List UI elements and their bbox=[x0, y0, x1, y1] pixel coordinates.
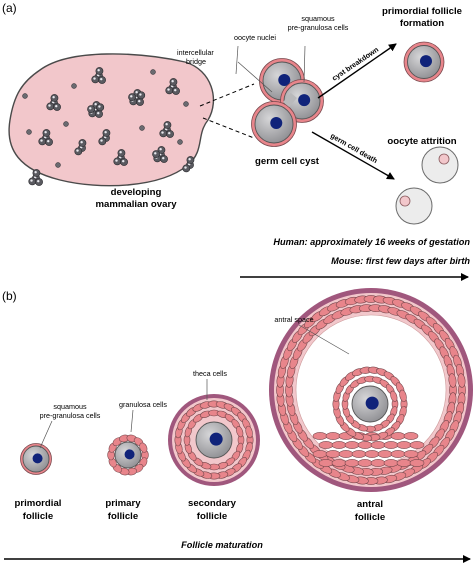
stage-antral-2: follicle bbox=[355, 512, 385, 523]
ovary-label-line2: mammalian ovary bbox=[95, 199, 177, 210]
intercellular-bridge-label-1: intercellular bbox=[177, 48, 214, 57]
stage-primordial-2: follicle bbox=[23, 511, 53, 522]
primordial-follicle bbox=[20, 443, 52, 475]
squamous-label-a-1: squamous bbox=[301, 14, 335, 23]
secondary-follicle bbox=[168, 394, 260, 486]
isolated-germ-cell bbox=[139, 125, 145, 131]
germ-cell-cyst bbox=[251, 58, 324, 147]
isolated-germ-cell bbox=[22, 93, 28, 99]
primordial-formation-label-2: formation bbox=[400, 18, 444, 29]
maturation-label: Follicle maturation bbox=[181, 540, 263, 550]
oocyte-nucleus bbox=[270, 117, 283, 130]
antral-space-label: antral space bbox=[274, 315, 313, 324]
stage-primordial-1: primordial bbox=[15, 498, 62, 509]
zoom-line-top bbox=[199, 83, 255, 107]
granulosa-leader bbox=[130, 409, 134, 433]
germ-cell-cyst-label: germ cell cyst bbox=[255, 156, 320, 167]
oocyte-nucleus bbox=[419, 55, 432, 68]
developing-ovary bbox=[8, 53, 215, 187]
oocyte-nucleus bbox=[32, 453, 43, 464]
oocyte-attrition-label: oocyte attrition bbox=[387, 136, 456, 147]
panel-b-letter: (b) bbox=[2, 289, 17, 303]
isolated-germ-cell bbox=[26, 129, 32, 135]
degenerating-oocytes bbox=[395, 146, 459, 225]
germ-cell-death-arrow bbox=[311, 131, 395, 180]
human-note: Human: approximately 16 weeks of gestati… bbox=[273, 237, 470, 247]
antral-follicle bbox=[269, 288, 473, 492]
isolated-germ-cell bbox=[63, 121, 69, 127]
isolated-germ-cell bbox=[177, 139, 183, 145]
ovary-germ-cell-clusters bbox=[22, 67, 195, 186]
antral-space-leader bbox=[298, 324, 350, 355]
intercellular-bridge-label-2: bridge bbox=[186, 57, 206, 66]
stage-antral-1: antral bbox=[357, 499, 383, 510]
stage-secondary-1: secondary bbox=[188, 498, 237, 509]
mouse-note: Mouse: first few days after birth bbox=[331, 256, 470, 266]
cyst-breakdown-arrow bbox=[317, 43, 397, 99]
oocyte-nucleus bbox=[209, 432, 223, 446]
squamous-label-b-1: squamous bbox=[53, 402, 87, 411]
oocyte-nucleus bbox=[124, 449, 135, 460]
germ-cell-death-label: germ cell death bbox=[329, 131, 379, 165]
cyst-bridge bbox=[283, 92, 297, 108]
isolated-germ-cell bbox=[150, 69, 156, 75]
isolated-germ-cell bbox=[55, 162, 61, 168]
oocyte-nuclei-label: oocyte nuclei bbox=[234, 33, 276, 42]
oocyte-nucleus bbox=[278, 74, 291, 87]
granulosa-label: granulosa cells bbox=[119, 400, 167, 409]
oocyte-nucleus bbox=[365, 396, 379, 410]
isolated-germ-cell bbox=[183, 101, 189, 107]
bridge-leader bbox=[237, 61, 273, 93]
squamous-leader bbox=[303, 45, 306, 83]
primordial-formation-label-1: primordial follicle bbox=[382, 6, 462, 17]
formed-primordial-follicle bbox=[403, 41, 445, 83]
squamous-label-a-2: pre-granulosa cells bbox=[288, 23, 349, 32]
theca-label: theca cells bbox=[193, 369, 227, 378]
stage-primary-1: primary bbox=[105, 498, 141, 509]
panel-a-letter: (a) bbox=[2, 1, 17, 15]
squamous-label-b-2: pre-granulosa cells bbox=[40, 411, 101, 420]
oocyte-nucleus bbox=[298, 94, 311, 107]
cyst-breakdown-label: cyst breakdown bbox=[330, 45, 380, 83]
squamous-b-leader bbox=[39, 420, 53, 449]
ovary-label-line1: developing bbox=[111, 187, 162, 198]
stage-secondary-2: follicle bbox=[197, 511, 227, 522]
zoom-line-bottom bbox=[202, 117, 255, 139]
nuclei-leader bbox=[235, 45, 239, 75]
stage-primary-2: follicle bbox=[108, 511, 138, 522]
primary-follicle bbox=[107, 434, 149, 476]
isolated-germ-cell bbox=[71, 83, 77, 89]
